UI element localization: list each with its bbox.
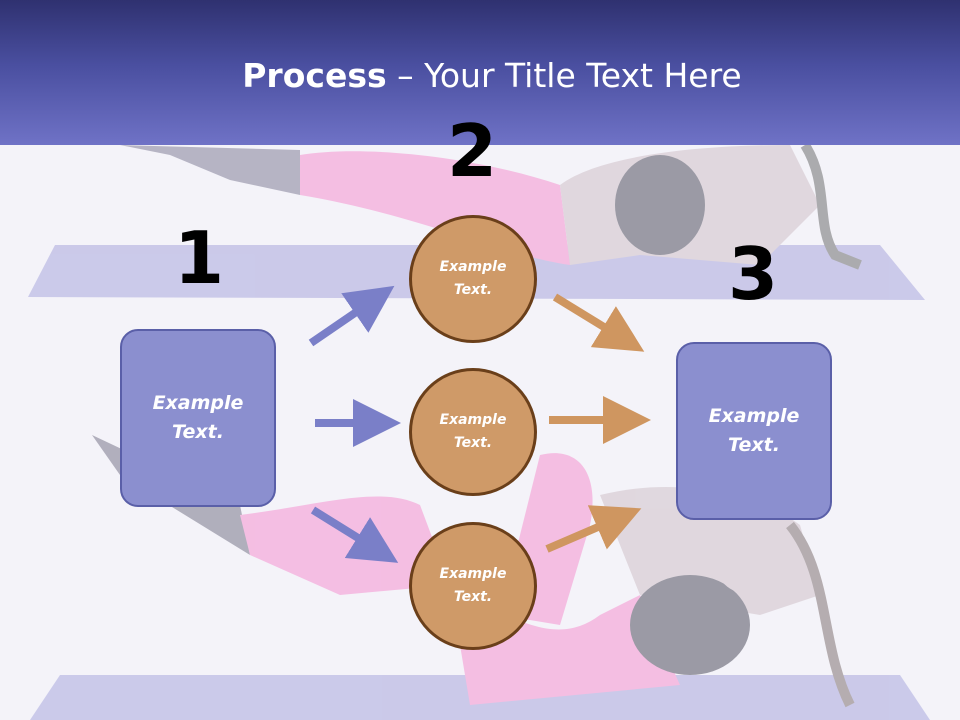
right-box-text: Example Text.: [708, 405, 800, 456]
circle-top-text: Example Text.: [439, 259, 507, 298]
title-bar: [0, 0, 960, 145]
step-number-3: 3: [727, 232, 779, 316]
process-circle-middle[interactable]: Example Text.: [409, 368, 537, 496]
left-process-box[interactable]: Example Text.: [120, 329, 276, 507]
process-circle-top[interactable]: Example Text.: [409, 215, 537, 343]
title-rest: – Your Title Text Here: [386, 56, 742, 95]
step-number-1: 1: [173, 216, 225, 300]
step-number-2: 2: [446, 109, 498, 193]
slide-title: Process – Your Title Text Here: [0, 56, 960, 95]
circle-middle-text: Example Text.: [439, 412, 507, 451]
left-box-text: Example Text.: [152, 392, 244, 443]
right-process-box[interactable]: Example Text.: [676, 342, 832, 520]
process-circle-bottom[interactable]: Example Text.: [409, 522, 537, 650]
circle-bottom-text: Example Text.: [439, 566, 507, 605]
title-bold: Process: [242, 56, 387, 95]
